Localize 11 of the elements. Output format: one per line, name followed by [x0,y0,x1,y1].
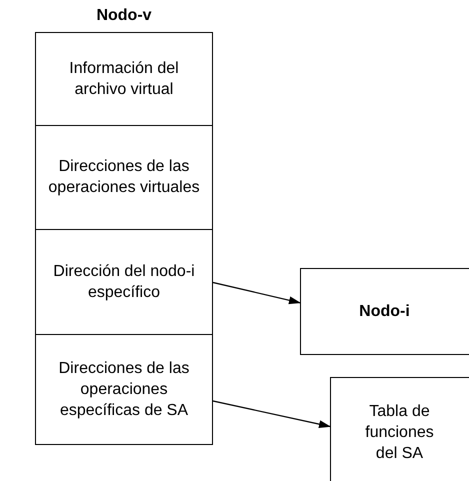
process-box [330,377,469,481]
arrow [212,282,301,304]
process-box [300,268,469,355]
box-text: Tabla de funciones del SA [364,402,435,464]
box-text: Nodo-i [358,302,411,322]
row-text: Direcciones de las operaciones específicas de SA [58,358,190,421]
column-heading: Nodo-v [95,6,153,26]
row-text: Información del archivo virtual [68,58,180,100]
row-text: Dirección del nodo-i específico [52,262,196,303]
arrow [212,400,331,428]
row-text: Direcciones de las operaciones virtuales [48,157,200,198]
